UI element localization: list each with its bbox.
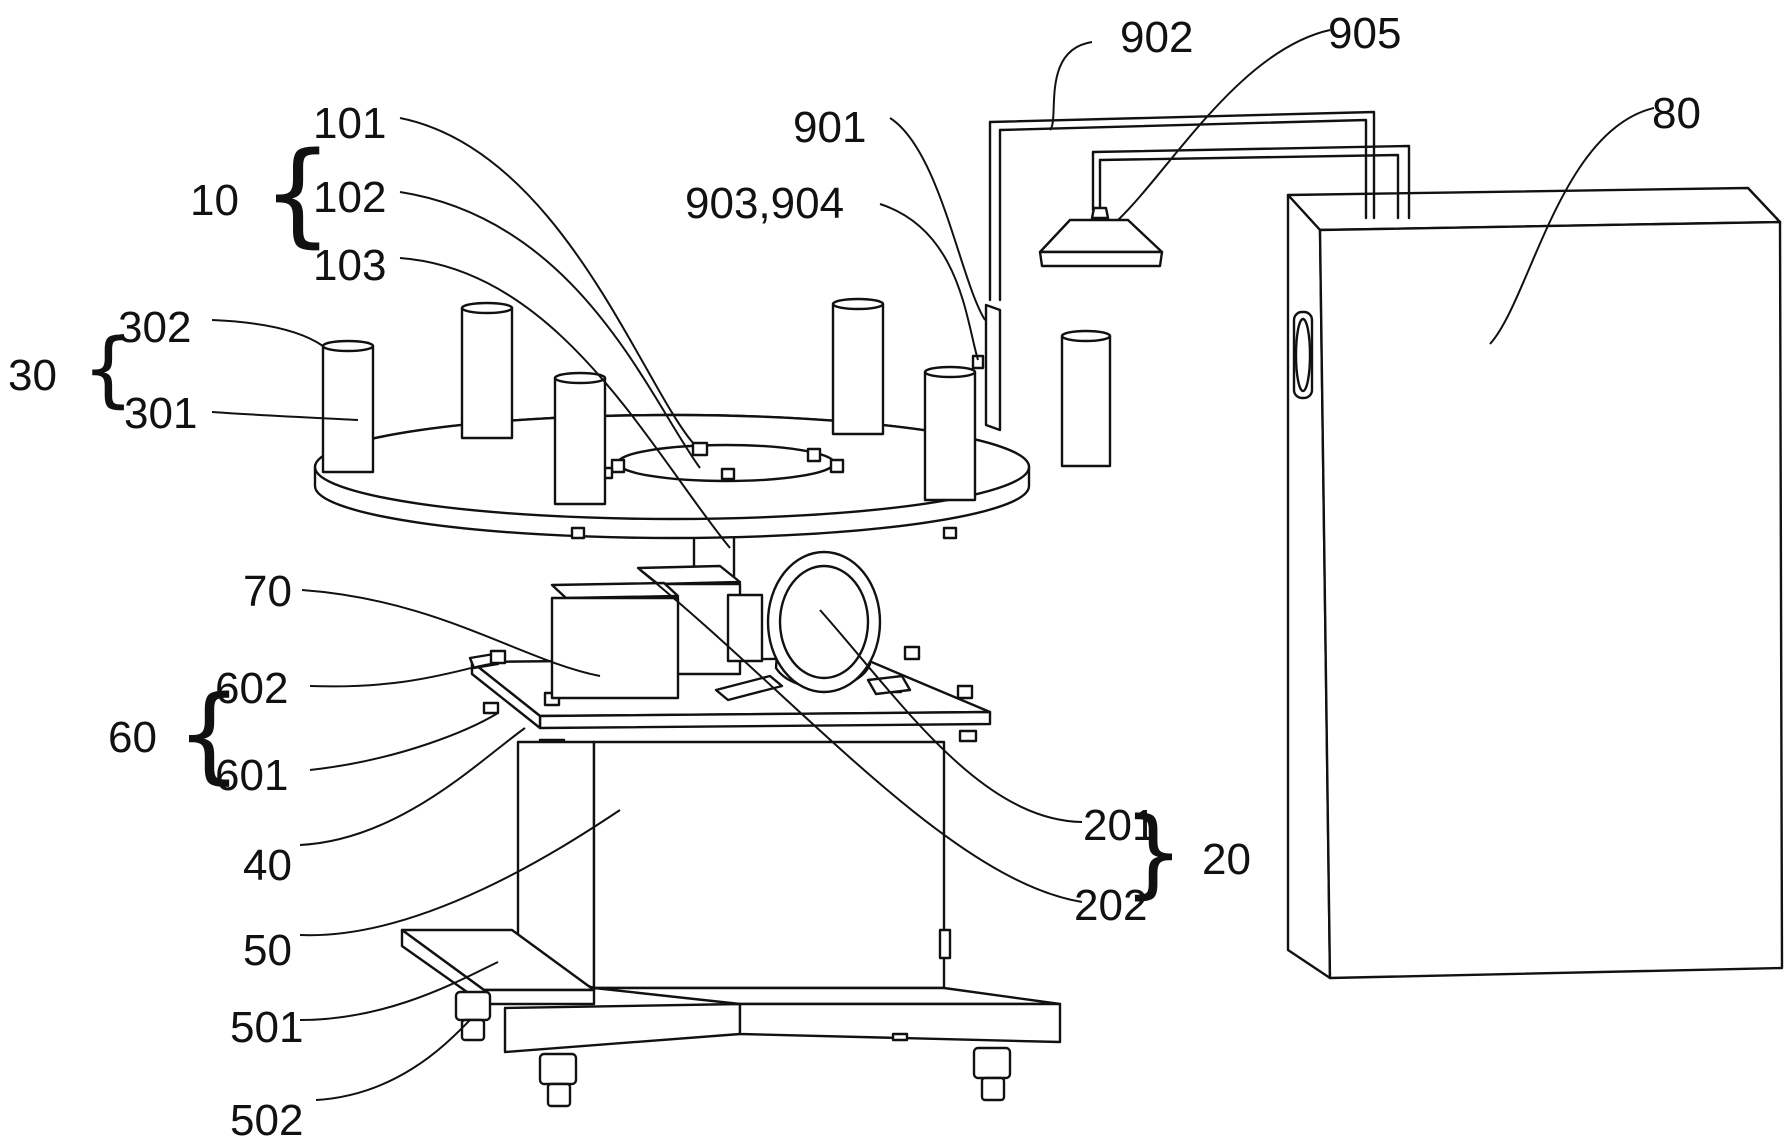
label-602: 602 — [215, 664, 288, 713]
label-103: 103 — [313, 241, 386, 290]
label-30: 30 — [8, 351, 57, 400]
label-10: 10 — [190, 176, 239, 225]
label-501: 501 — [230, 1003, 303, 1052]
label-902: 902 — [1120, 13, 1193, 62]
label-20: 20 — [1202, 835, 1251, 884]
label-70: 70 — [243, 567, 292, 616]
turntable-10 — [315, 415, 1029, 578]
drive-assembly — [470, 552, 990, 752]
label-301: 301 — [124, 389, 197, 438]
cabinet-80 — [1288, 188, 1782, 978]
label-905: 905 — [1328, 9, 1401, 58]
base-50 — [518, 742, 950, 988]
label-201: 201 — [1083, 801, 1156, 850]
label-901: 901 — [793, 103, 866, 152]
label-60: 60 — [108, 713, 157, 762]
label-40: 40 — [243, 841, 292, 890]
label-101: 101 — [313, 99, 386, 148]
label-102: 102 — [313, 173, 386, 222]
label-302: 302 — [118, 303, 191, 352]
label-80: 80 — [1652, 89, 1701, 138]
label-202: 202 — [1074, 881, 1147, 930]
label-50: 50 — [243, 926, 292, 975]
label-903-904: 903,904 — [685, 179, 844, 228]
label-502: 502 — [230, 1096, 303, 1145]
label-601: 601 — [215, 751, 288, 800]
